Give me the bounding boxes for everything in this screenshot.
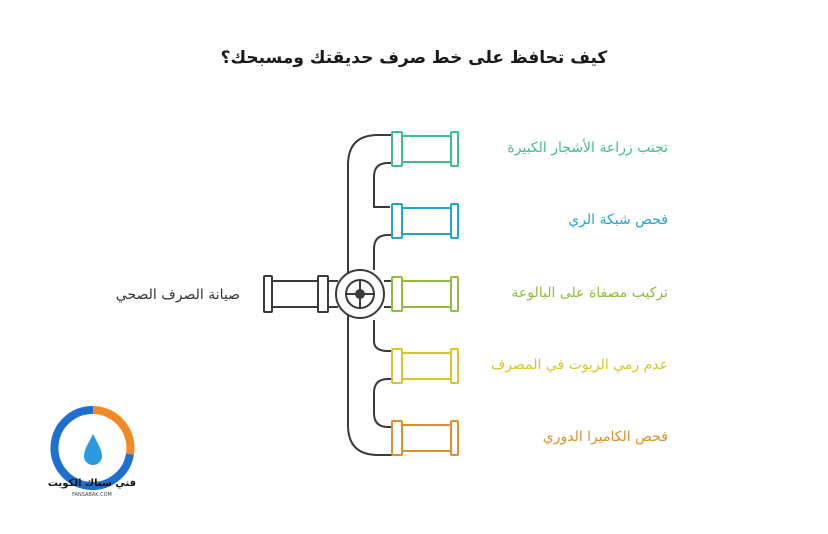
branch-label-4: عدم رمي الزيوت في المصرف [490,357,668,373]
logo-url: FANSABAK.COM [72,492,112,498]
valve-icon [335,269,392,319]
logo-icon [50,405,135,490]
page-title: كيف تحافظ على خط صرف حديقتك ومسبحك؟ [220,48,608,68]
branch-pipe-3 [391,276,459,312]
branch-label-5: فحص الكاميرا الدوري [542,429,668,445]
branch-label-2: فحص شبكة الري [568,212,668,228]
branch-label-3: تركيب مصفاة على البالوعة [511,285,668,301]
branch-pipe-1 [391,131,459,167]
branch-pipe-5 [391,420,459,456]
center-label: صيانة الصرف الصحي [115,287,240,303]
branch-label-1: تجنب زراعة الأشجار الكبيرة [507,140,668,156]
left-pipe [263,275,338,313]
branch-pipe-4 [391,348,459,384]
branch-pipe-2 [391,203,459,239]
logo-name: فني سباك الكويت [47,478,137,489]
